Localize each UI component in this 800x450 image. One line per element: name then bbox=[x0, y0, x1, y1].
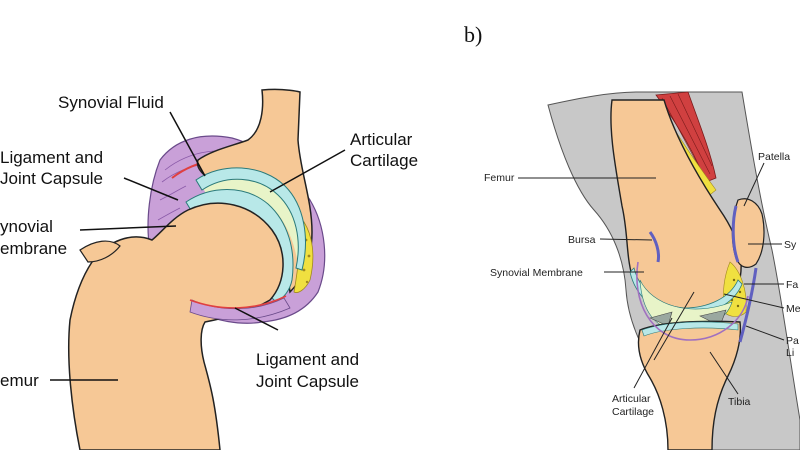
label-femur-a: emur bbox=[0, 371, 39, 390]
leader-b-articular bbox=[633, 317, 673, 389]
label-ligament-bottom-1: Ligament and bbox=[256, 350, 359, 369]
leader-b-me bbox=[723, 293, 785, 309]
label-b-tibia: Tibia bbox=[728, 396, 751, 408]
label-articular-2: Cartilage bbox=[350, 151, 418, 170]
hip-synovial-fluid bbox=[200, 172, 302, 265]
leader-b-tibia bbox=[709, 351, 739, 395]
label-b-patella: Patella bbox=[758, 151, 790, 163]
panel-b-tag: b) bbox=[464, 22, 482, 47]
knee-patellar-cartilage bbox=[731, 205, 740, 263]
label-b-pa-1: Pa bbox=[786, 335, 799, 347]
label-b-fa: Fa bbox=[786, 279, 798, 291]
hip-lower-membrane-red bbox=[189, 295, 287, 309]
leader-articular-cartilage bbox=[269, 149, 346, 193]
label-b-synovial-membrane: Synovial Membrane bbox=[490, 267, 583, 279]
leader-synovial-fluid bbox=[169, 111, 206, 177]
leader-ligament-top bbox=[123, 177, 179, 201]
leader-b-pa bbox=[745, 325, 785, 341]
label-synovial-fluid: Synovial Fluid bbox=[58, 93, 164, 112]
hip-trochanter bbox=[79, 240, 121, 263]
label-b-bursa: Bursa bbox=[568, 234, 596, 246]
leader-ligament-bottom bbox=[234, 307, 279, 331]
label-b-me: Me bbox=[786, 303, 800, 315]
label-b-articular-1: Articular bbox=[612, 393, 651, 405]
label-ligament-bottom-2: Joint Capsule bbox=[256, 372, 359, 391]
fat-pad-dots-b bbox=[730, 278, 742, 308]
knee-synovial-membrane bbox=[636, 261, 749, 341]
knee-bursa bbox=[648, 231, 660, 263]
label-synovial-membrane-2: embrane bbox=[0, 239, 67, 258]
panel-a-hip-joint: Synovial Fluid Ligament and Joint Capsul… bbox=[0, 88, 418, 450]
leader-b-patella bbox=[743, 162, 765, 207]
label-b-pa-2: Li bbox=[786, 347, 794, 359]
label-b-femur: Femur bbox=[484, 172, 515, 184]
knee-tibia-bone bbox=[637, 320, 742, 450]
panel-b-knee-joint: Femur Patella Bursa Synovial Membrane Sy… bbox=[484, 91, 800, 450]
leader-b-bursa bbox=[599, 238, 653, 241]
hip-acetabular-cartilage bbox=[195, 167, 306, 271]
label-b-sy: Sy bbox=[784, 239, 797, 251]
leader-synovial-membrane bbox=[79, 225, 177, 231]
hip-femur-bone bbox=[68, 202, 284, 450]
leader-b-articular-2 bbox=[653, 291, 695, 361]
label-ligament-top-2: Joint Capsule bbox=[0, 169, 103, 188]
label-articular-1: Articular bbox=[350, 130, 413, 149]
knee-patellar-ligament bbox=[738, 267, 758, 343]
label-ligament-top-1: Ligament and bbox=[0, 148, 103, 167]
label-synovial-membrane-1: ynovial bbox=[0, 217, 53, 236]
label-b-articular-2: Cartilage bbox=[612, 406, 654, 418]
